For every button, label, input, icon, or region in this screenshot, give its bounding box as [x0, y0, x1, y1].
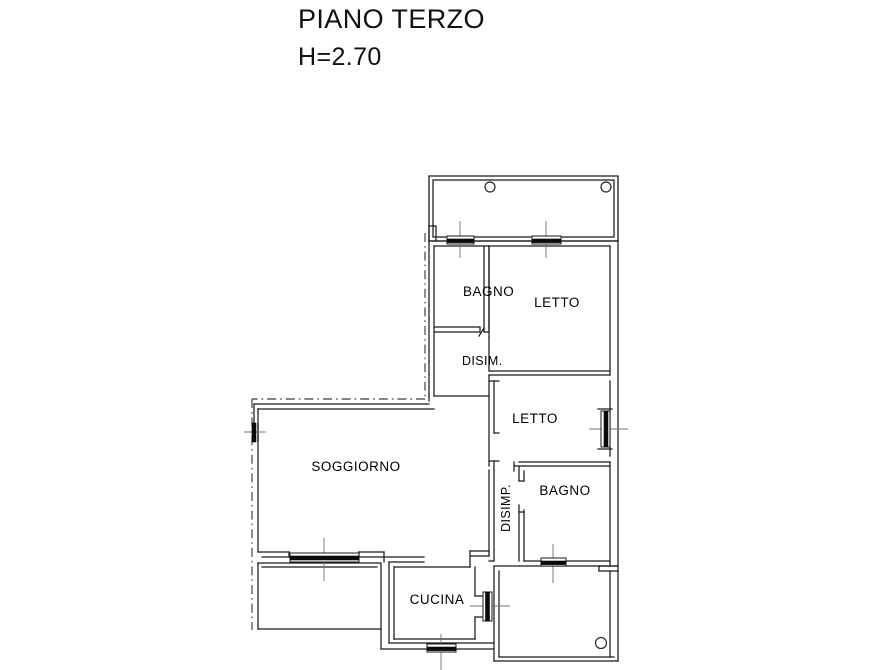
title-block: PIANO TERZO H=2.70 — [298, 6, 485, 70]
window-soggiorno-icon — [289, 538, 360, 581]
window-top-bagno-icon — [446, 221, 475, 258]
room-label-letto-1: LETTO — [534, 295, 580, 310]
circle-markers-group — [484, 181, 612, 650]
column-top-right-icon — [600, 181, 612, 193]
lower-right-balcony — [493, 565, 619, 662]
window-right-letto2-icon — [589, 408, 628, 450]
room-letto-2 — [488, 374, 611, 472]
room-labels-group: BAGNO LETTO DISIM. LETTO BAGNO DISIMP. S… — [311, 284, 590, 607]
room-label-disim: DISIM. — [462, 354, 503, 368]
window-top-letto-icon — [531, 221, 562, 258]
room-cucina — [380, 561, 495, 650]
lower-left-balcony — [257, 562, 382, 630]
room-label-bagno-2: BAGNO — [539, 483, 590, 498]
corridor-disim — [428, 395, 490, 402]
room-label-disimp: DISIMP. — [499, 484, 513, 532]
window-bagno2-south-icon — [540, 544, 567, 583]
window-cucina-south-icon — [426, 634, 457, 670]
top-balcony — [428, 175, 619, 242]
room-label-soggiorno: SOGGIORNO — [311, 459, 400, 474]
property-boundary — [251, 233, 426, 630]
ceiling-height-note: H=2.70 — [298, 43, 382, 71]
room-soggiorno — [253, 403, 435, 563]
column-top-left-icon — [484, 181, 496, 193]
room-bagno-2 — [518, 465, 619, 567]
page-title: PIANO TERZO — [298, 4, 485, 34]
corridor-disimp — [469, 469, 495, 562]
room-label-cucina: CUCINA — [410, 592, 465, 607]
room-letto-1 — [488, 245, 611, 376]
openings-group — [244, 221, 628, 670]
room-label-bagno-1: BAGNO — [463, 284, 514, 299]
window-cucina-east-icon — [470, 591, 510, 622]
column-bottom-right-icon — [594, 636, 608, 650]
entry-door-icon — [244, 422, 266, 443]
room-label-letto-2: LETTO — [512, 411, 558, 426]
